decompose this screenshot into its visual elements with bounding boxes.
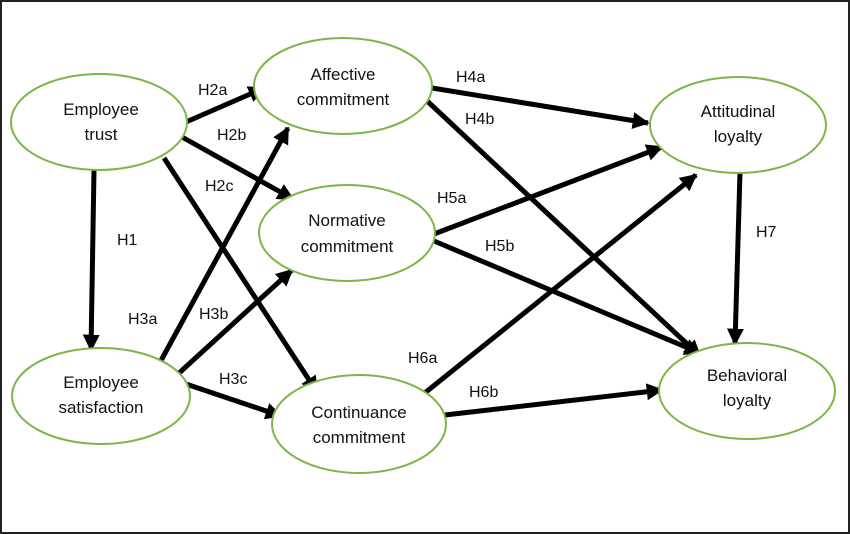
- label-h5b: H5b: [485, 238, 514, 255]
- label-h2b: H2b: [217, 127, 246, 144]
- edge-h3a: [155, 126, 291, 368]
- label-h1: H1: [117, 232, 138, 249]
- node-employee-satisfaction-line2: satisfaction: [58, 398, 143, 417]
- node-employee-satisfaction: Employee satisfaction: [11, 347, 191, 445]
- node-continuance-commitment: Continuance commitment: [271, 374, 447, 474]
- edge-h2b: [180, 134, 295, 202]
- edges: [82, 85, 744, 420]
- label-h6a: H6a: [408, 350, 437, 367]
- edge-labels: H1 H2a H2b H2c H3a H3b H3c H4a H4b H5a H…: [117, 69, 777, 401]
- edge-h7: [726, 171, 744, 346]
- node-behavioral-loyalty-line1: Behavioral: [707, 366, 787, 385]
- node-continuance-commitment-shape: [271, 374, 447, 474]
- label-h2a: H2a: [198, 82, 227, 99]
- node-behavioral-loyalty-shape: [658, 342, 836, 440]
- node-behavioral-loyalty: Behavioral loyalty: [658, 342, 836, 440]
- node-attitudinal-loyalty-shape: [649, 76, 827, 174]
- label-h3c: H3c: [219, 371, 247, 388]
- node-employee-trust-line2: trust: [84, 125, 117, 144]
- node-affective-commitment: Affective commitment: [253, 37, 433, 135]
- edge-h5b: [433, 238, 702, 356]
- edge-h2c: [161, 156, 320, 394]
- edge-h3b: [176, 268, 294, 376]
- node-continuance-commitment-line2: commitment: [313, 428, 406, 447]
- edge-h6b: [444, 383, 664, 418]
- node-continuance-commitment-line1: Continuance: [311, 403, 406, 422]
- label-h7: H7: [756, 224, 777, 241]
- node-employee-satisfaction-line1: Employee: [63, 373, 139, 392]
- node-affective-commitment-line2: commitment: [297, 90, 390, 109]
- node-employee-trust-line1: Employee: [63, 100, 139, 119]
- node-normative-commitment: Normative commitment: [258, 184, 436, 282]
- label-h4a: H4a: [456, 69, 485, 86]
- node-affective-commitment-shape: [253, 37, 433, 135]
- node-normative-commitment-shape: [258, 184, 436, 282]
- node-normative-commitment-line1: Normative: [308, 211, 385, 230]
- node-attitudinal-loyalty-line2: loyalty: [714, 127, 763, 146]
- label-h2c: H2c: [205, 178, 233, 195]
- node-behavioral-loyalty-line2: loyalty: [723, 391, 772, 410]
- label-h6b: H6b: [469, 384, 498, 401]
- label-h4b: H4b: [465, 111, 494, 128]
- node-affective-commitment-line1: Affective: [311, 65, 376, 84]
- node-employee-trust-shape: [10, 73, 188, 171]
- label-h3a: H3a: [128, 311, 157, 328]
- edge-h4b: [423, 97, 702, 358]
- node-employee-trust: Employee trust: [10, 73, 188, 171]
- edge-h5a: [433, 144, 664, 237]
- edge-h3c: [179, 379, 283, 420]
- node-normative-commitment-line2: commitment: [301, 237, 394, 256]
- node-employee-satisfaction-shape: [11, 347, 191, 445]
- edge-h2a: [185, 85, 266, 125]
- node-attitudinal-loyalty-line1: Attitudinal: [701, 102, 776, 121]
- edge-h4a: [431, 85, 650, 129]
- node-attitudinal-loyalty: Attitudinal loyalty: [649, 76, 827, 174]
- edge-h6a: [419, 173, 698, 398]
- label-h5a: H5a: [437, 190, 466, 207]
- label-h3b: H3b: [199, 306, 228, 323]
- edge-h1: [82, 169, 100, 352]
